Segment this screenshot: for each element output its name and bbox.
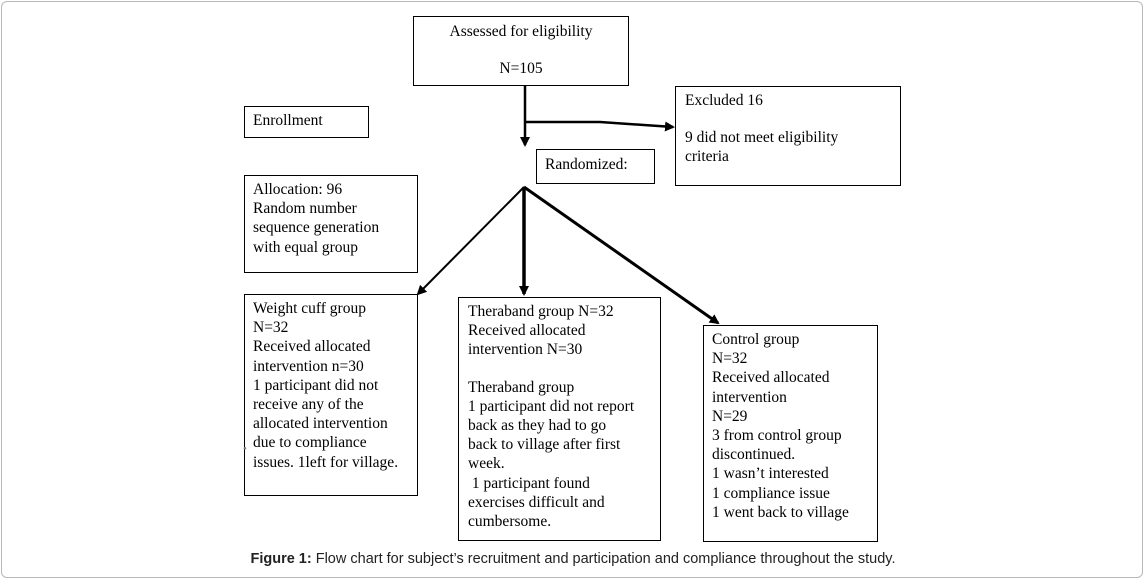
control-line: Received allocated	[712, 369, 830, 387]
control-line: intervention	[712, 388, 787, 406]
excluded-title: Excluded 16	[685, 92, 763, 109]
spacer	[468, 360, 660, 378]
spacer	[685, 110, 900, 128]
excluded-box: Excluded 16 9 did not meet eligibility c…	[675, 86, 901, 186]
randomized-label: Randomized:	[545, 156, 628, 173]
weight-cuff-line: issues. 1left for village.	[253, 453, 399, 471]
allocation-line: with equal group	[253, 238, 359, 256]
theraband-line: Received allocated	[468, 322, 586, 340]
excluded-detail: criteria	[685, 148, 729, 166]
theraband-line: Theraband group	[468, 378, 575, 396]
excluded-detail: 9 did not meet eligibility	[685, 129, 839, 147]
weight-cuff-line: 1 participant did not	[253, 376, 379, 394]
arrow-to-excluded	[525, 120, 675, 132]
weight-cuff-line: N=32	[253, 319, 289, 337]
control-line: 1 wasn’t interested	[712, 465, 829, 483]
caption-text: Flow chart for subject’s recruitment and…	[311, 551, 896, 567]
theraband-line: intervention N=30	[468, 341, 583, 359]
allocation-box: Allocation: 96 Random number sequence ge…	[244, 175, 418, 273]
theraband-line: Theraband group N=32	[468, 303, 614, 320]
control-line: 1 compliance issue	[712, 484, 830, 502]
assessed-count: N=105	[499, 60, 543, 78]
enrollment-label: Enrollment	[253, 112, 323, 129]
spacer	[414, 41, 628, 59]
caption-label: Figure 1:	[250, 551, 312, 567]
theraband-line: week.	[468, 455, 505, 473]
figure-caption: Figure 1: Flow chart for subject’s recru…	[0, 551, 1146, 567]
theraband-line: 1 participant found	[468, 474, 590, 492]
arrow-to-weight-cuff	[416, 186, 525, 296]
assessed-box: Assessed for eligibility N=105	[413, 16, 629, 86]
control-line: 3 from control group	[712, 427, 842, 445]
arrow-to-control	[523, 185, 720, 325]
theraband-line: exercises difficult and	[468, 493, 605, 511]
control-line: discontinued.	[712, 446, 796, 464]
weight-cuff-group-box: Weight cuff group N=32 Received allocate…	[244, 294, 418, 496]
theraband-group-box: Theraband group N=32 Received allocated …	[458, 297, 661, 541]
allocation-line: Allocation: 96	[253, 181, 343, 198]
stray-mark: •	[243, 443, 247, 455]
control-line: 1 went back to village	[712, 503, 849, 521]
theraband-line: 1 participant did not report	[468, 397, 635, 415]
enrollment-box: Enrollment	[244, 106, 369, 138]
theraband-line: cumbersome.	[468, 513, 552, 531]
weight-cuff-line: Received allocated	[253, 338, 371, 356]
assessed-title: Assessed for eligibility	[449, 23, 593, 40]
weight-cuff-line: intervention n=30	[253, 357, 364, 375]
weight-cuff-line: Weight cuff group	[253, 300, 366, 317]
weight-cuff-line: allocated intervention	[253, 415, 388, 433]
theraband-line: back to village after first	[468, 436, 621, 454]
control-group-box: Control group N=32 Received allocated in…	[703, 325, 878, 542]
allocation-line: sequence generation	[253, 219, 380, 237]
allocation-line: Random number	[253, 200, 357, 218]
control-line: N=32	[712, 350, 748, 368]
control-line: Control group	[712, 331, 800, 348]
randomized-box: Randomized:	[536, 149, 655, 184]
weight-cuff-line: receive any of the	[253, 396, 364, 414]
weight-cuff-line: due to compliance	[253, 434, 367, 452]
control-line: N=29	[712, 407, 748, 425]
theraband-line: back as they had to go	[468, 417, 607, 435]
